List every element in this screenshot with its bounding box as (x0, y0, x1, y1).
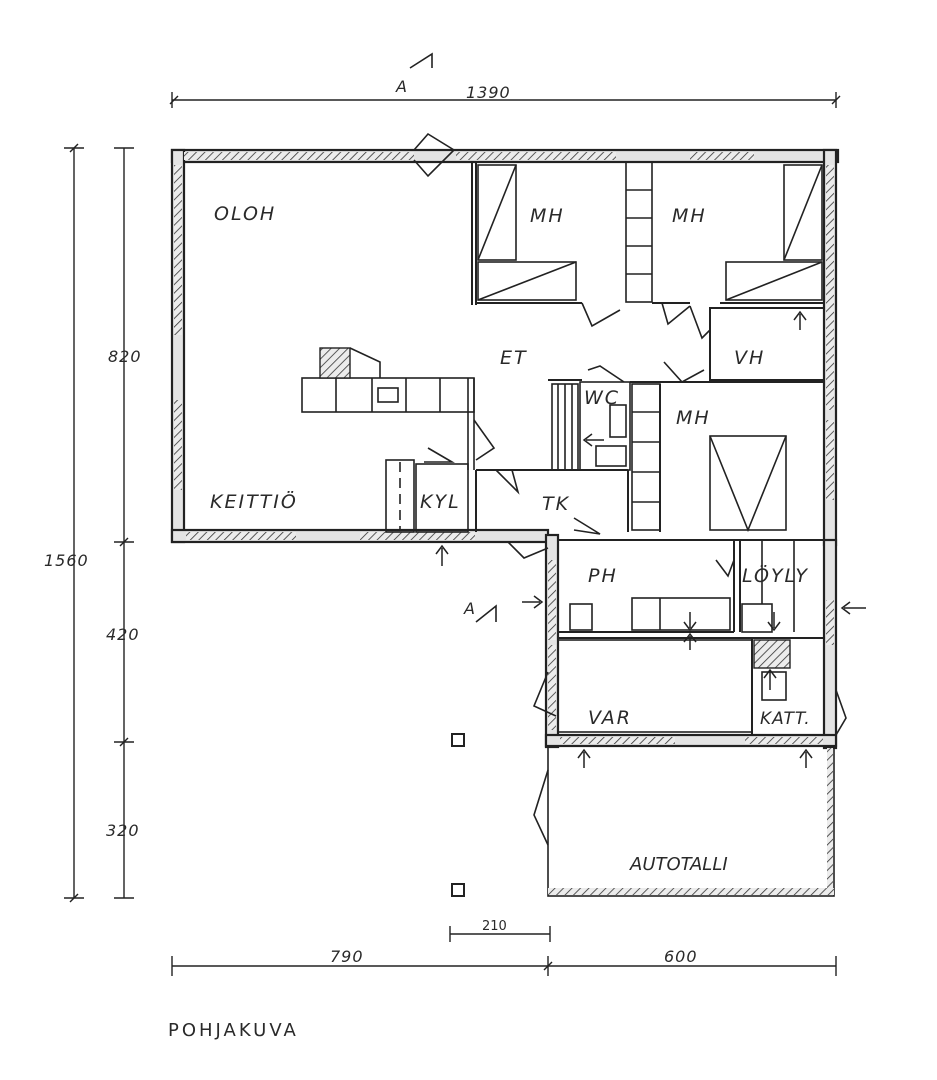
arrow-icons (435, 310, 866, 768)
dim-total-height: 1560 (44, 551, 89, 570)
interior-walls (301, 161, 825, 735)
garage-side-door-icon (533, 769, 549, 846)
section-marker-bottom-label: A (463, 599, 476, 618)
dim-middle-height: 420 (106, 625, 140, 644)
section-marker-bottom: A (463, 599, 497, 623)
room-label-mh-2: MH (672, 205, 707, 227)
room-label-mh-1: MH (530, 205, 565, 227)
outer-walls (170, 148, 840, 750)
post-marker-lower (451, 883, 465, 897)
section-marker-top: A (395, 52, 433, 96)
section-marker-top-label: A (395, 77, 408, 96)
dim-lower-height: 320 (106, 821, 140, 840)
room-label-et: ET (500, 347, 528, 369)
room-label-mh-3: MH (676, 407, 711, 429)
drawing-title: POHJAKUVA (168, 1020, 299, 1041)
room-label-loyly: LÖYLY (742, 564, 809, 587)
dim-post-spacing: 210 (482, 919, 507, 934)
dim-right-width: 600 (664, 947, 698, 966)
garage-box (547, 745, 835, 897)
dim-total-width: 1390 (466, 83, 511, 102)
doors (413, 132, 866, 768)
dim-left-width: 790 (330, 947, 364, 966)
garage-outline (533, 745, 835, 897)
dim-upper-height: 820 (108, 347, 142, 366)
room-label-wc: WC (584, 387, 620, 409)
room-label-ph: PH (588, 565, 618, 587)
room-label-keittio: KEITTIÖ (210, 490, 298, 513)
post-marker-upper (451, 733, 465, 747)
room-label-var: VAR (588, 707, 632, 729)
room-label-vh: VH (734, 347, 765, 369)
room-label-tk: TK (542, 493, 570, 515)
dimension-lines (64, 92, 841, 976)
room-label-oloh: OLOH (214, 203, 276, 225)
room-label-katt: KATT. (760, 709, 811, 729)
room-label-autotalli: AUTOTALLI (629, 854, 728, 875)
room-label-kyl: KYL (420, 491, 461, 513)
